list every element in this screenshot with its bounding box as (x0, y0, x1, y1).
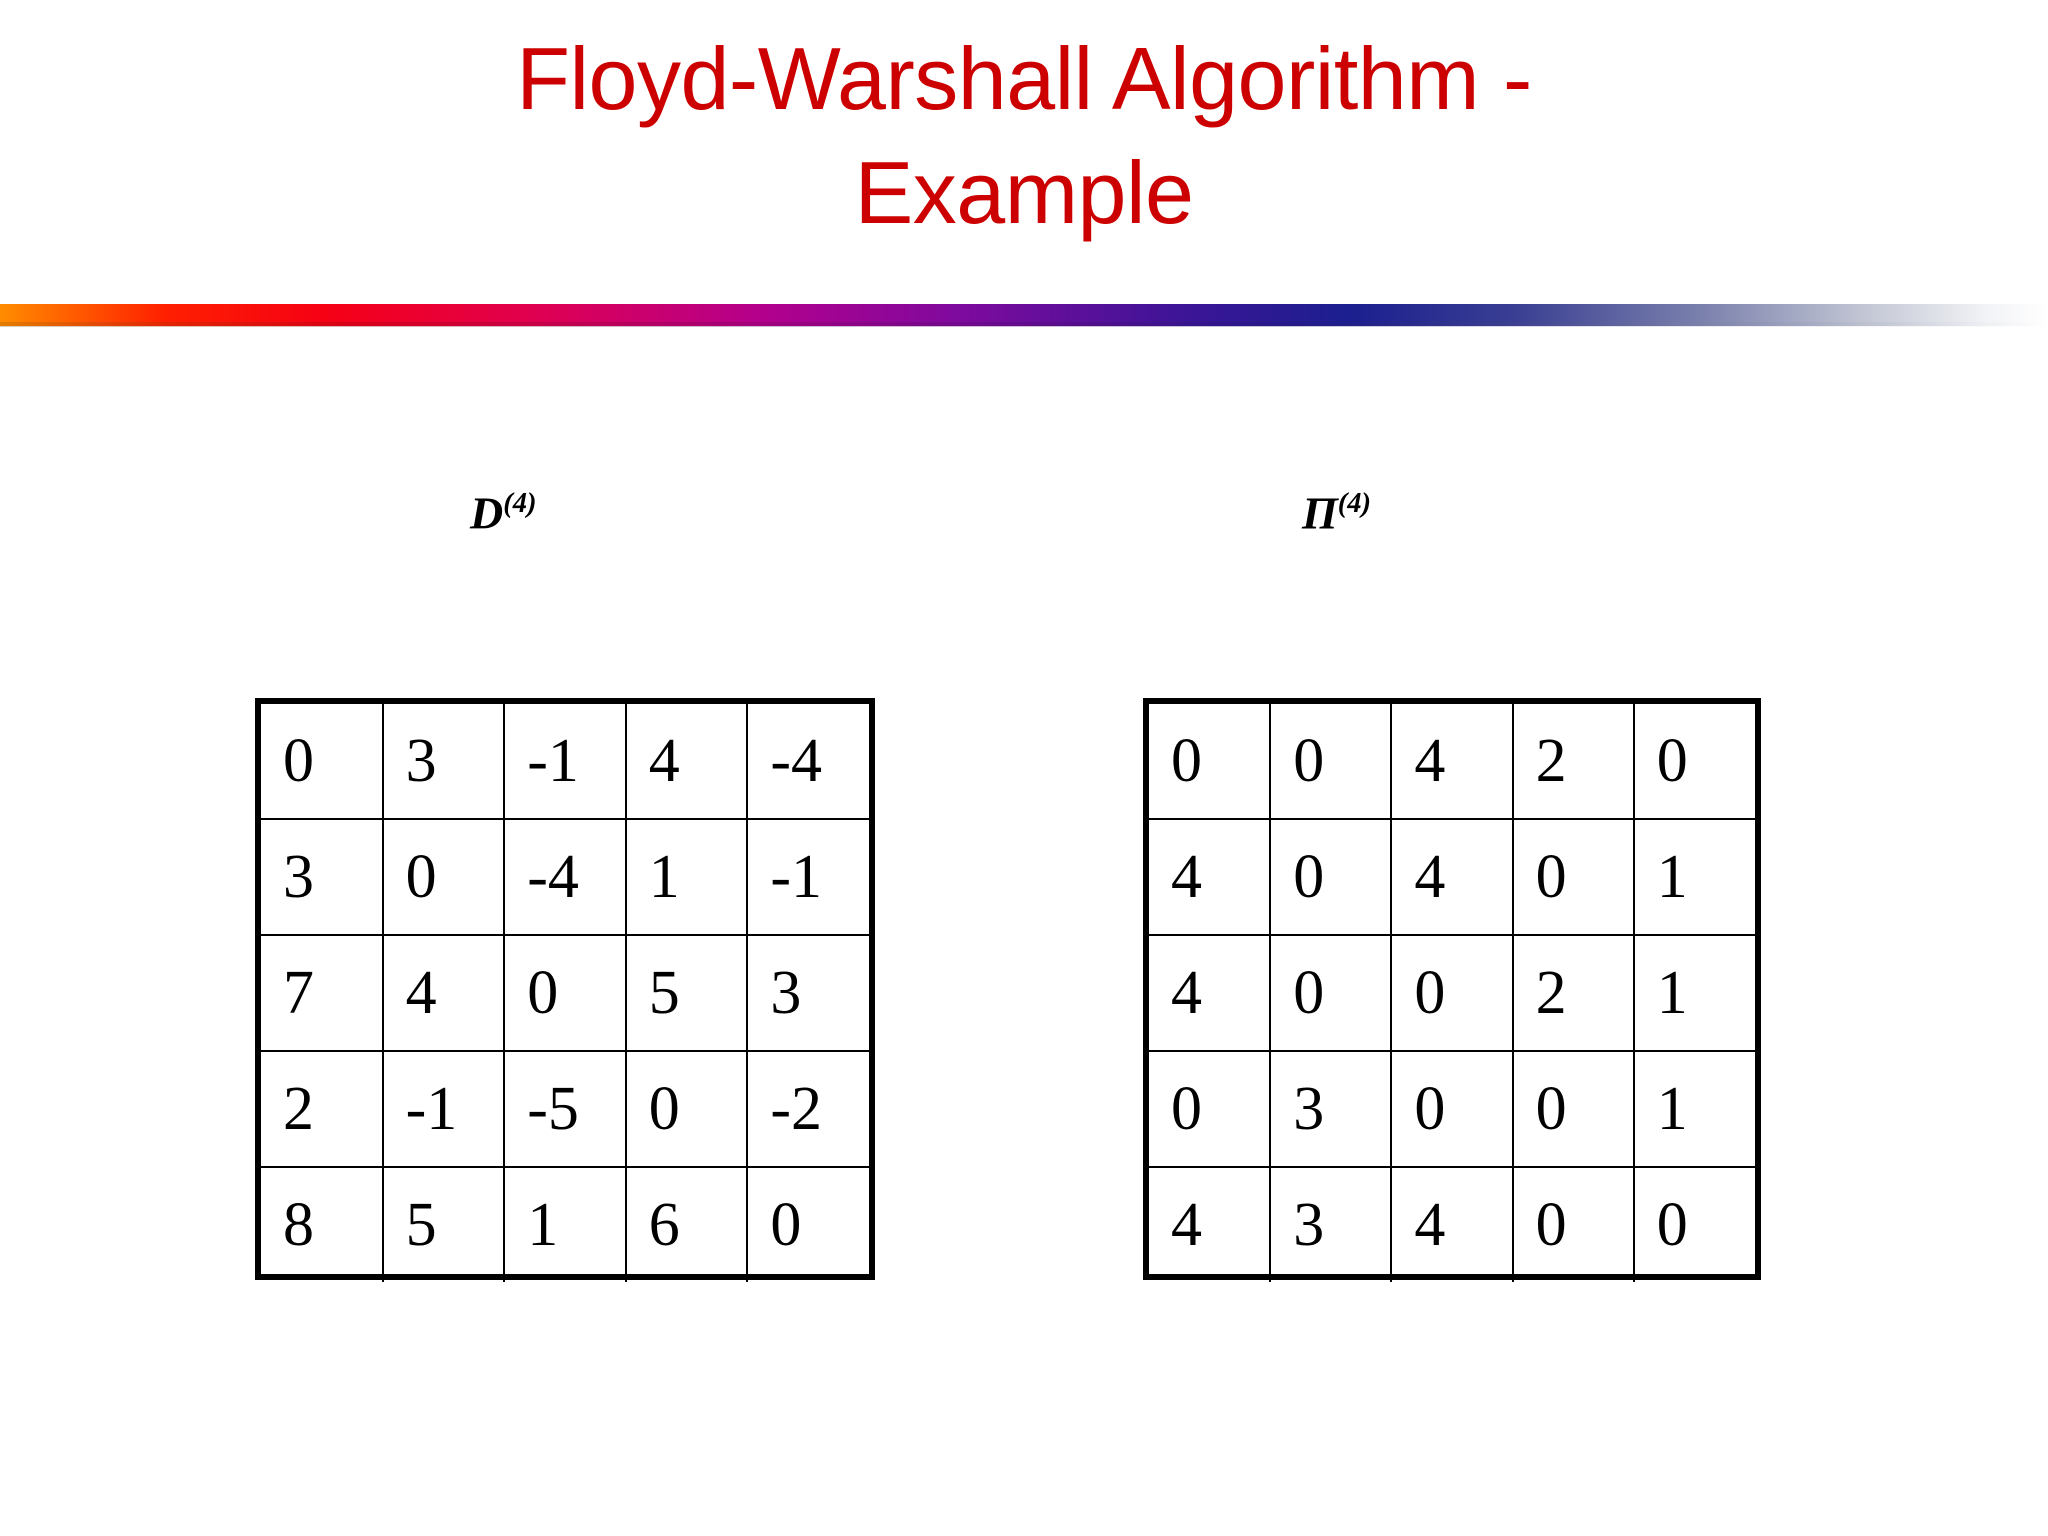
matrix-d-cell-3-1: -1 (381, 1050, 506, 1168)
gradient-separator-bar (0, 304, 2048, 326)
matrix-d-cell-4-2: 1 (503, 1166, 627, 1282)
matrix-pi-cell-1-3: 0 (1511, 818, 1635, 936)
matrix-d-cell-0-1: 3 (381, 704, 506, 820)
matrix-d-cell-2-4: 3 (746, 934, 869, 1052)
matrix-d-cell-0-0: 0 (261, 704, 384, 820)
matrix-pi-cell-3-1: 3 (1269, 1050, 1393, 1168)
matrix-pi-cell-0-0: 0 (1149, 704, 1272, 820)
matrix-pi-cell-1-2: 4 (1390, 818, 1514, 936)
matrix-pi-cell-4-1: 3 (1269, 1166, 1393, 1282)
matrix-d-cell-2-1: 4 (381, 934, 506, 1052)
matrix-d-cell-3-0: 2 (261, 1050, 384, 1168)
matrix-d-cell-1-2: -4 (503, 818, 627, 936)
matrix-d-cell-3-4: -2 (746, 1050, 869, 1168)
matrix-d-cell-2-3: 5 (624, 934, 749, 1052)
matrix-d-cell-3-3: 0 (624, 1050, 749, 1168)
matrix-pi-cell-2-2: 0 (1390, 934, 1514, 1052)
matrix-pi-cell-3-2: 0 (1390, 1050, 1514, 1168)
matrix-pi-cell-2-4: 1 (1632, 934, 1755, 1052)
matrix-label-d: D(4) (470, 487, 537, 539)
matrix-d-cell-4-0: 8 (261, 1166, 384, 1282)
matrix-label-d-superscript: (4) (503, 488, 537, 519)
matrix-d-cell-4-4: 0 (746, 1166, 869, 1282)
page-title: Floyd-Warshall Algorithm - Example (0, 22, 2048, 251)
matrix-label-pi: Π(4) (1302, 487, 1372, 539)
matrix-pi-cell-0-3: 2 (1511, 704, 1635, 820)
matrix-label-pi-base: Π (1302, 487, 1338, 539)
matrix-pi-cell-0-1: 0 (1269, 704, 1393, 820)
matrix-d-cell-0-2: -1 (503, 704, 627, 820)
matrix-pi-cell-0-2: 4 (1390, 704, 1514, 820)
matrix-label-d-base: D (470, 487, 504, 539)
matrix-d-cell-1-0: 3 (261, 818, 384, 936)
matrix-pi-cell-4-4: 0 (1632, 1166, 1755, 1282)
matrix-pi-cell-3-4: 1 (1632, 1050, 1755, 1168)
matrix-pi-cell-1-0: 4 (1149, 818, 1272, 936)
matrix-d-cell-0-3: 4 (624, 704, 749, 820)
matrix-d-cell-0-4: -4 (746, 704, 869, 820)
matrix-pi-cell-4-3: 0 (1511, 1166, 1635, 1282)
matrix-pi-cell-0-4: 0 (1632, 704, 1755, 820)
matrix-d-cell-1-3: 1 (624, 818, 749, 936)
matrix-d-cell-2-0: 7 (261, 934, 384, 1052)
matrix-d-cell-1-1: 0 (381, 818, 506, 936)
matrix-pi-cell-2-1: 0 (1269, 934, 1393, 1052)
matrix-label-pi-superscript: (4) (1337, 488, 1372, 519)
matrix-pi-cell-3-0: 0 (1149, 1050, 1272, 1168)
matrix-d-cell-1-4: -1 (746, 818, 869, 936)
matrix-d-cell-3-2: -5 (503, 1050, 627, 1168)
matrix-pi-cell-4-2: 4 (1390, 1166, 1514, 1282)
matrix-d-cell-4-1: 5 (381, 1166, 506, 1282)
matrix-pi-cell-1-1: 0 (1269, 818, 1393, 936)
matrix-d-cell-2-2: 0 (503, 934, 627, 1052)
matrix-pi-cell-1-4: 1 (1632, 818, 1755, 936)
page-title-line-1: Floyd-Warshall Algorithm - (516, 29, 1532, 128)
page-title-line-2: Example (854, 143, 1194, 243)
matrix-pi-cell-2-0: 4 (1149, 934, 1272, 1052)
matrix-pi-cell-2-3: 2 (1511, 934, 1635, 1052)
matrix-pi-cell-4-0: 4 (1149, 1166, 1272, 1282)
matrix-pi-cell-3-3: 0 (1511, 1050, 1635, 1168)
gradient-separator-shadow (0, 322, 2048, 327)
matrix-d-cell-4-3: 6 (624, 1166, 749, 1282)
